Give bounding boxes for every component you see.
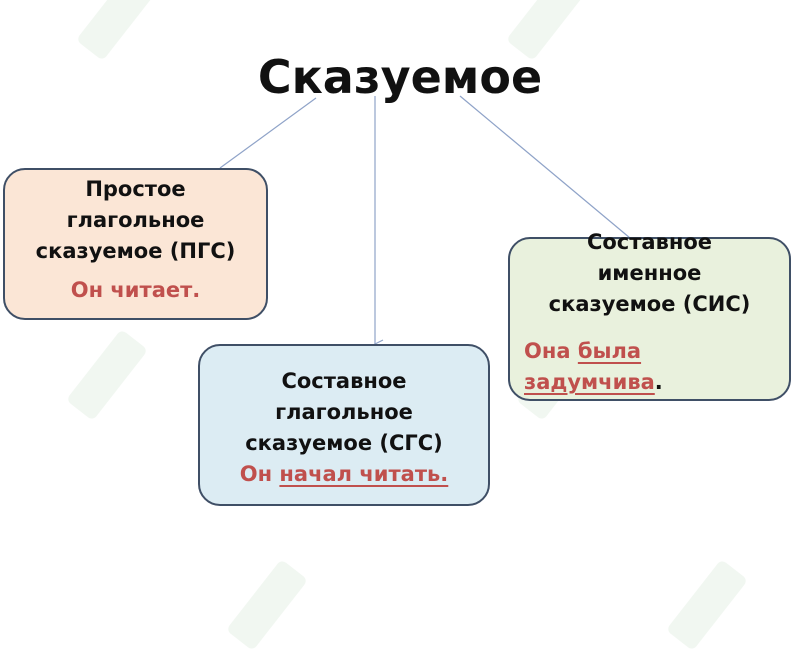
example-predicate-link: была [577, 339, 642, 363]
diagram-title: Сказуемое [257, 50, 543, 104]
connector-to-compound-nominal [459, 95, 631, 239]
box-title: Составное именное сказуемое (СИС) [510, 227, 789, 320]
box-title-line: именное [597, 261, 702, 285]
box-title-line: глагольное [66, 208, 205, 232]
example-sentence: Она была задумчива. [510, 336, 789, 398]
example-subject: Она [524, 339, 578, 363]
box-title: Простое глагольное сказуемое (ПГС) [5, 174, 266, 267]
box-title-line: сказуемое (СИС) [548, 292, 751, 316]
box-title-line: Простое [85, 177, 186, 201]
box-simple-verbal-predicate: Простое глагольное сказуемое (ПГС) Он чи… [3, 168, 268, 320]
example-predicate: начал читать. [279, 462, 449, 486]
connector-to-simple [219, 97, 317, 169]
box-compound-nominal-predicate: Составное именное сказуемое (СИС) Она бы… [508, 230, 791, 401]
connector-lines [219, 95, 631, 600]
example-period: . [654, 370, 663, 394]
box-title-line: Составное [281, 369, 407, 393]
example-sentence: Он начал читать. [200, 459, 488, 490]
box-title-line: Составное [586, 230, 713, 254]
box-title-line: сказуемое (СГС) [245, 431, 443, 455]
box-title-line: сказуемое (ПГС) [35, 239, 236, 263]
example-predicate-nominal: задумчива [524, 370, 655, 394]
example-sentence: Он читает. [70, 278, 201, 302]
box-title: Составное глагольное сказуемое (СГС) [200, 366, 488, 459]
box-title-line: глагольное [275, 400, 413, 424]
box-compound-verbal-predicate: Составное глагольное сказуемое (СГС) Он … [198, 344, 490, 506]
example-subject: Он [239, 462, 280, 486]
